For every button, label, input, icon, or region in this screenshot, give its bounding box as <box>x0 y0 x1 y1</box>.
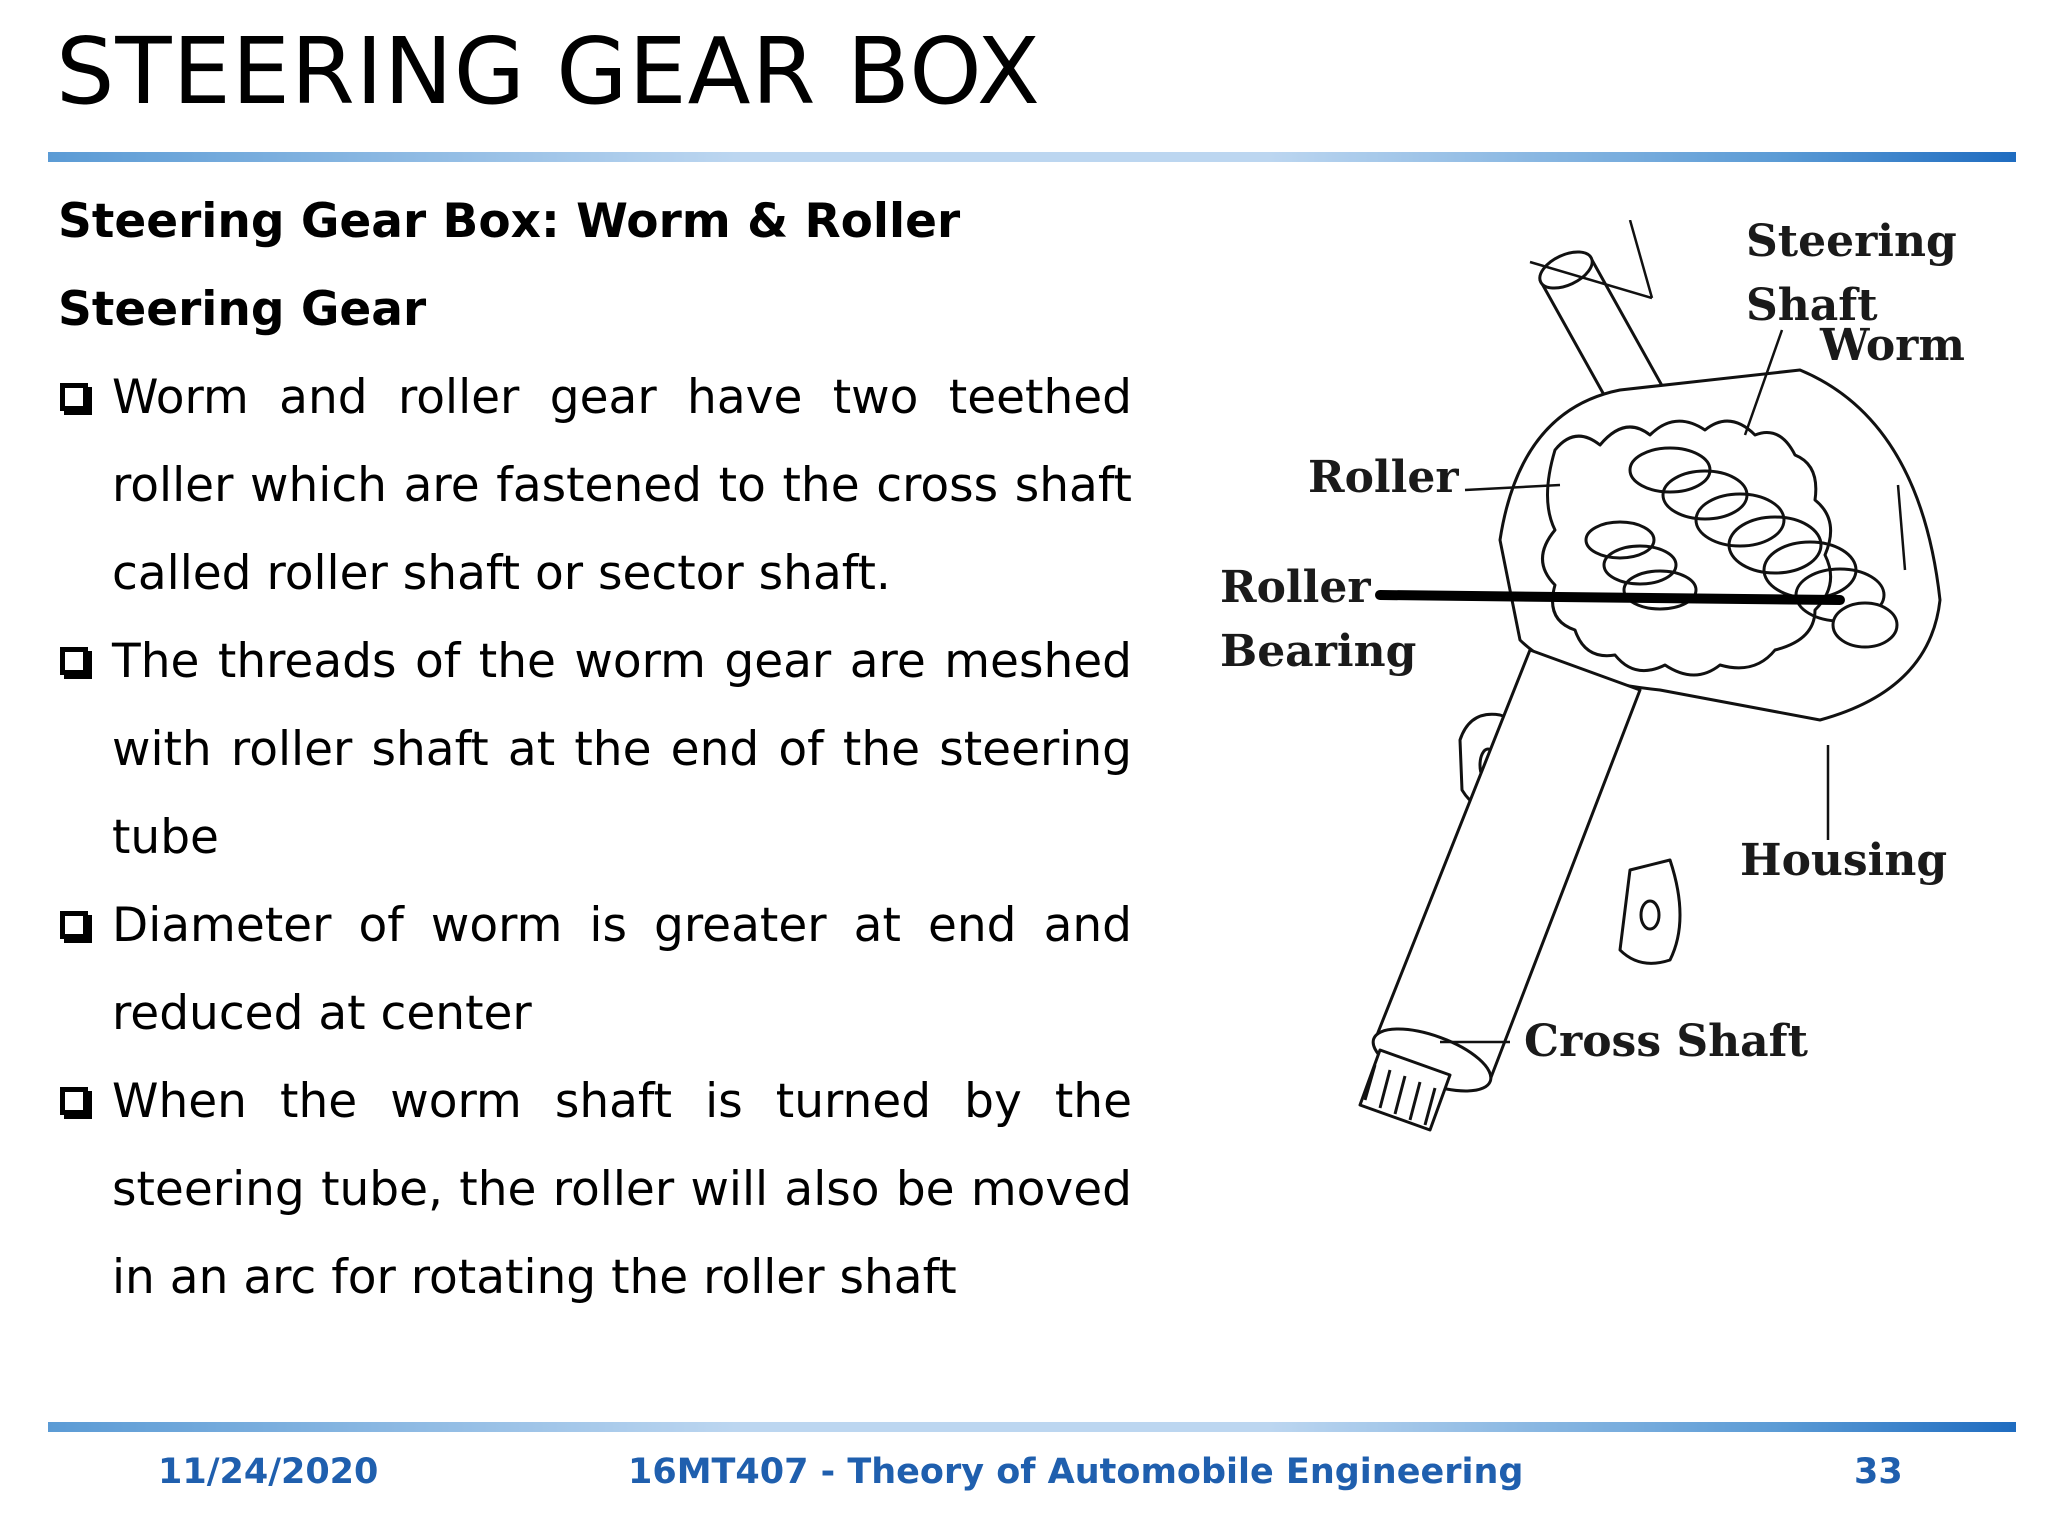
diagram-leader-lines <box>1440 220 1907 1044</box>
footer-date: 11/24/2020 <box>158 1452 379 1492</box>
bullet-text: When the worm shaft is turned by the ste… <box>112 1074 1132 1305</box>
bullet-item: Diameter of worm is greater at end and r… <box>58 882 1132 1058</box>
label-roller: Roller <box>1308 452 1459 503</box>
slide-content: Steering Gear Box: Worm & Roller Steerin… <box>58 178 1132 1322</box>
section-heading-line-1: Steering Gear Box: Worm & Roller <box>58 194 961 249</box>
checkbox-bullet-icon <box>60 383 88 411</box>
slide-title: STEERING GEAR BOX <box>56 18 1041 125</box>
roller-bearing-pointer <box>1375 590 1845 605</box>
label-worm: Worm <box>1819 320 1965 371</box>
bullet-item: Worm and roller gear have two teethed ro… <box>58 354 1132 618</box>
bullet-text: The threads of the worm gear are meshed … <box>112 634 1132 865</box>
label-cross-shaft: Cross Shaft <box>1524 1016 1809 1067</box>
bullet-text: Diameter of worm is greater at end and r… <box>112 898 1132 1041</box>
worm-roller-diagram: Steering Shaft Worm Roller Roller Bearin… <box>1220 220 1965 1132</box>
gearbox-drawing <box>1358 250 1942 1132</box>
label-roller-bearing-2: Bearing <box>1220 626 1416 677</box>
checkbox-bullet-icon <box>60 1087 88 1115</box>
footer-divider <box>48 1422 2016 1432</box>
label-steering: Steering <box>1746 220 1957 267</box>
page-number: 33 <box>1854 1452 1903 1492</box>
footer-course-title: 16MT407 - Theory of Automobile Engineeri… <box>628 1452 1524 1492</box>
section-heading-line-2: Steering Gear <box>58 282 427 337</box>
title-divider <box>48 152 2016 162</box>
bullet-item: The threads of the worm gear are meshed … <box>58 618 1132 882</box>
checkbox-bullet-icon <box>60 647 88 675</box>
label-roller-bearing-1: Roller <box>1220 562 1371 613</box>
bullet-text: Worm and roller gear have two teethed ro… <box>112 370 1132 601</box>
label-shaft: Shaft <box>1746 280 1878 331</box>
bullet-item: When the worm shaft is turned by the ste… <box>58 1058 1132 1322</box>
checkbox-bullet-icon <box>60 911 88 939</box>
label-housing: Housing <box>1740 835 1947 886</box>
